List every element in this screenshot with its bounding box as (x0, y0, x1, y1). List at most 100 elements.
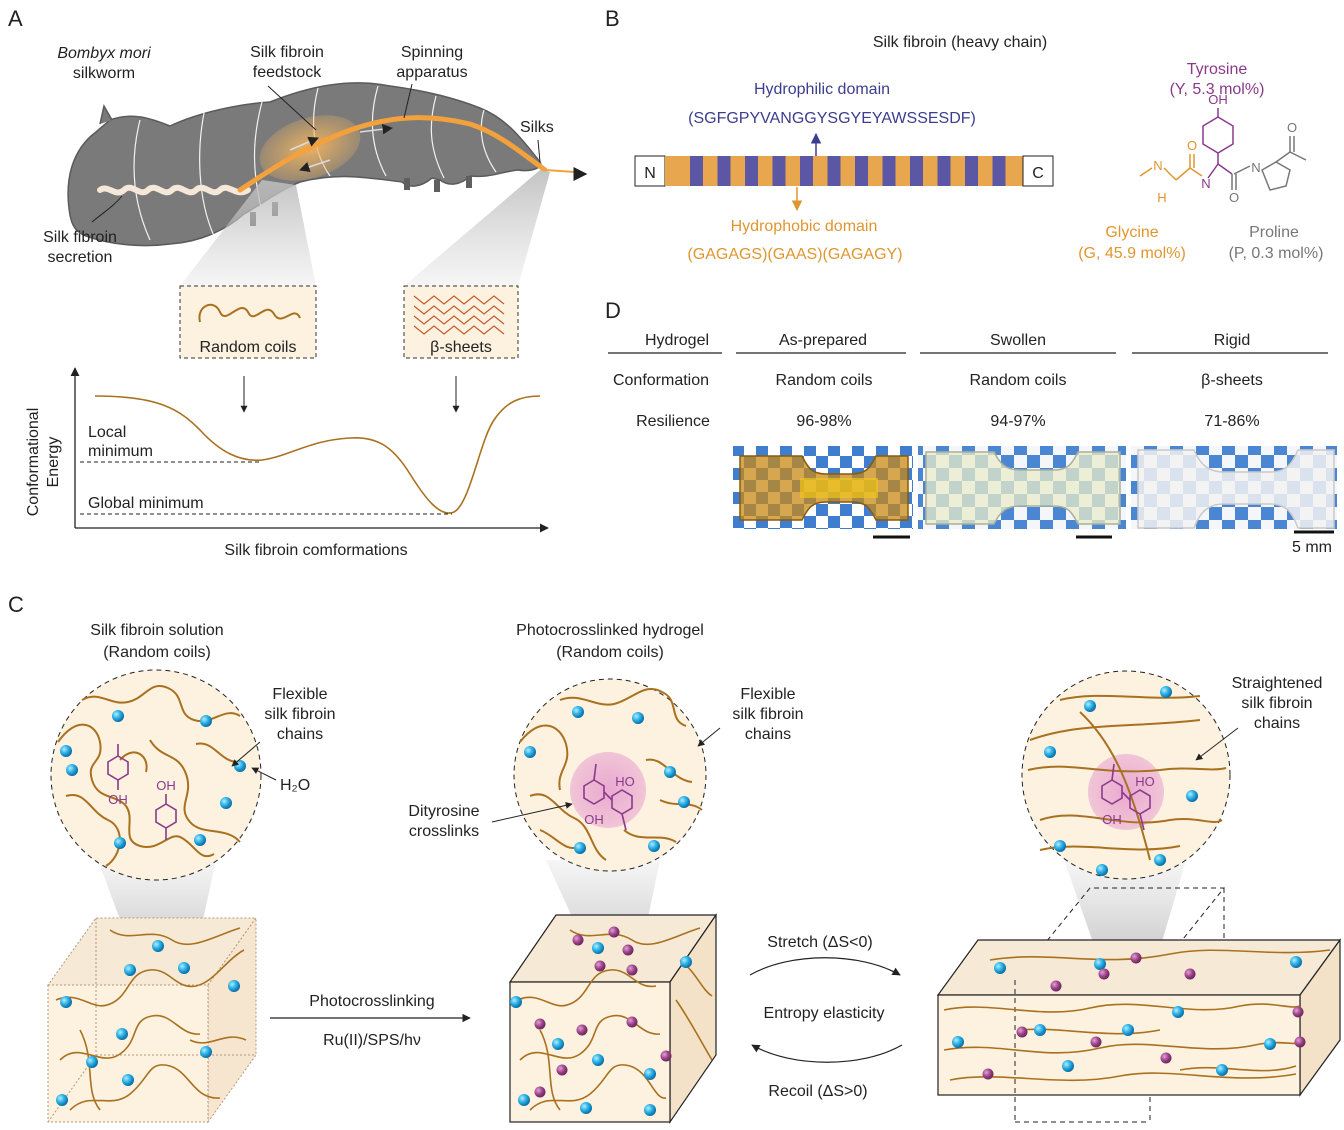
crosslink-point (1294, 1036, 1306, 1048)
zoom-cone-stretched (1064, 860, 1186, 962)
panel-label-c: C (8, 592, 24, 617)
hydrophilic-stripe (855, 156, 868, 186)
water-molecule (994, 962, 1006, 974)
zoom-circle-hydrogel (513, 678, 707, 872)
photo-swollen (918, 446, 1126, 529)
straight-label-3: chains (1254, 715, 1300, 732)
local-min-label-1: Local (88, 424, 126, 441)
crosslink-point (1160, 1052, 1172, 1064)
crosslink-point (626, 964, 638, 976)
feedstock-label-1: Silk fibroin (250, 44, 324, 61)
proline-name: Proline (1249, 224, 1299, 241)
species-suffix: silkworm (73, 65, 135, 82)
water-molecules-circles (60, 686, 1198, 876)
crosslink-point (626, 1016, 638, 1028)
crosslink-point (1090, 1036, 1102, 1048)
panel-label-a: A (8, 6, 23, 31)
hydrophobic-label: Hydrophobic domain (731, 218, 878, 235)
water-molecule (1094, 958, 1106, 970)
crosslink-point (556, 1064, 568, 1076)
flex-label-solution-2: silk fibroin (264, 706, 335, 723)
beta-sheets-label: β-sheets (430, 339, 492, 356)
water-molecule (644, 1068, 656, 1080)
stretched-dityr-oh: OH (1102, 812, 1122, 827)
hydrogel-title-2: (Random coils) (556, 644, 664, 661)
row-label-resilience: Resilience (636, 413, 710, 430)
gly-carbonyl-oxygen: O (1187, 138, 1197, 153)
crosslink-points (534, 926, 1306, 1098)
flex-label-solution-3: chains (277, 726, 323, 743)
water-molecule (220, 797, 232, 809)
heavy-chain-title: Silk fibroin (heavy chain) (873, 34, 1047, 51)
col-header-as-prepared: As-prepared (779, 332, 867, 349)
water-molecule (114, 837, 126, 849)
water-molecule (1062, 1060, 1074, 1072)
water-molecule (178, 962, 190, 974)
energy-curve (94, 395, 541, 514)
silks-pointer (537, 139, 541, 163)
energy-plot (70, 367, 549, 533)
hydrophilic-stripe (882, 156, 896, 186)
water-molecule (572, 706, 584, 718)
hydrophilic-stripe (910, 156, 923, 186)
pro-carbonyl-oxygen: O (1287, 120, 1297, 135)
straight-label-2: silk fibroin (1241, 695, 1312, 712)
panel-label-d: D (605, 298, 621, 323)
random-coils-label: Random coils (200, 339, 297, 356)
crosslink-point (608, 926, 620, 938)
water-molecule (952, 1036, 964, 1048)
water-molecule (580, 1102, 592, 1114)
feedstock-pointer (267, 85, 317, 131)
dityrosine-label-1: Dityrosine (408, 803, 479, 820)
hydrogel-cube (508, 913, 718, 1124)
zoom-circle-solution (50, 669, 262, 881)
flex-label-hydrogel-2: silk fibroin (732, 706, 803, 723)
glycine-composition: (G, 45.9 mol%) (1078, 245, 1186, 262)
water-molecule (518, 1094, 530, 1106)
water-molecule (1044, 746, 1056, 758)
water-molecule (510, 996, 522, 1008)
water-molecule (200, 715, 212, 727)
cell-resilience-rigid: 71-86% (1204, 413, 1259, 430)
crosslink-point (576, 1024, 588, 1036)
hydrophilic-stripe (992, 156, 1006, 186)
crosslink-point (572, 934, 584, 946)
tyr-carbonyl-oxygen: O (1229, 190, 1239, 205)
hydrophilic-stripe (965, 156, 978, 186)
hydrophilic-label: Hydrophilic domain (754, 81, 890, 98)
water-molecule (194, 834, 206, 846)
flex-label-hydrogel-3: chains (745, 726, 791, 743)
water-molecule (1154, 854, 1166, 866)
crosslink-point (660, 1050, 672, 1062)
hydrophilic-sequence: (SGFGPYVANGGYSGYEYAWSSESDF) (688, 110, 976, 127)
hydrophilic-stripe (690, 156, 703, 186)
water-molecule (644, 1104, 656, 1116)
solution-title-1: Silk fibroin solution (90, 622, 223, 639)
crosslink-point (1184, 968, 1196, 980)
water-molecule (632, 712, 644, 724)
zoom-cone-coils (180, 180, 316, 286)
water-molecules-cubes (56, 940, 1302, 1116)
tyrosine-name: Tyrosine (1187, 61, 1248, 78)
glycine-name: Glycine (1105, 224, 1158, 241)
gly-nitrogen: N (1153, 158, 1162, 173)
hydrophilic-stripe (772, 156, 786, 186)
water-molecule (1264, 1038, 1276, 1050)
recoil-arrow (751, 1044, 903, 1063)
water-molecule (60, 996, 72, 1008)
cell-conformation-rigid: β-sheets (1201, 372, 1263, 389)
feedstock-label-2: feedstock (253, 64, 322, 81)
water-molecule (552, 1038, 564, 1050)
straight-pointer (1195, 727, 1239, 761)
recoil-label: Recoil (ΔS>0) (768, 1083, 867, 1100)
col-header-rigid: Rigid (1214, 332, 1250, 349)
c-terminus: C (1032, 165, 1044, 182)
energy-xlabel: Silk fibroin comformations (224, 542, 407, 559)
water-molecule (664, 766, 676, 778)
random-coils-box (179, 285, 317, 359)
water-molecule (678, 796, 690, 808)
cell-conformation-swollen: Random coils (970, 372, 1067, 389)
crosslink-point (1050, 980, 1062, 992)
secretion-label-1: Silk fibroin (43, 229, 117, 246)
tyr-hydroxyl: OH (1208, 92, 1228, 107)
